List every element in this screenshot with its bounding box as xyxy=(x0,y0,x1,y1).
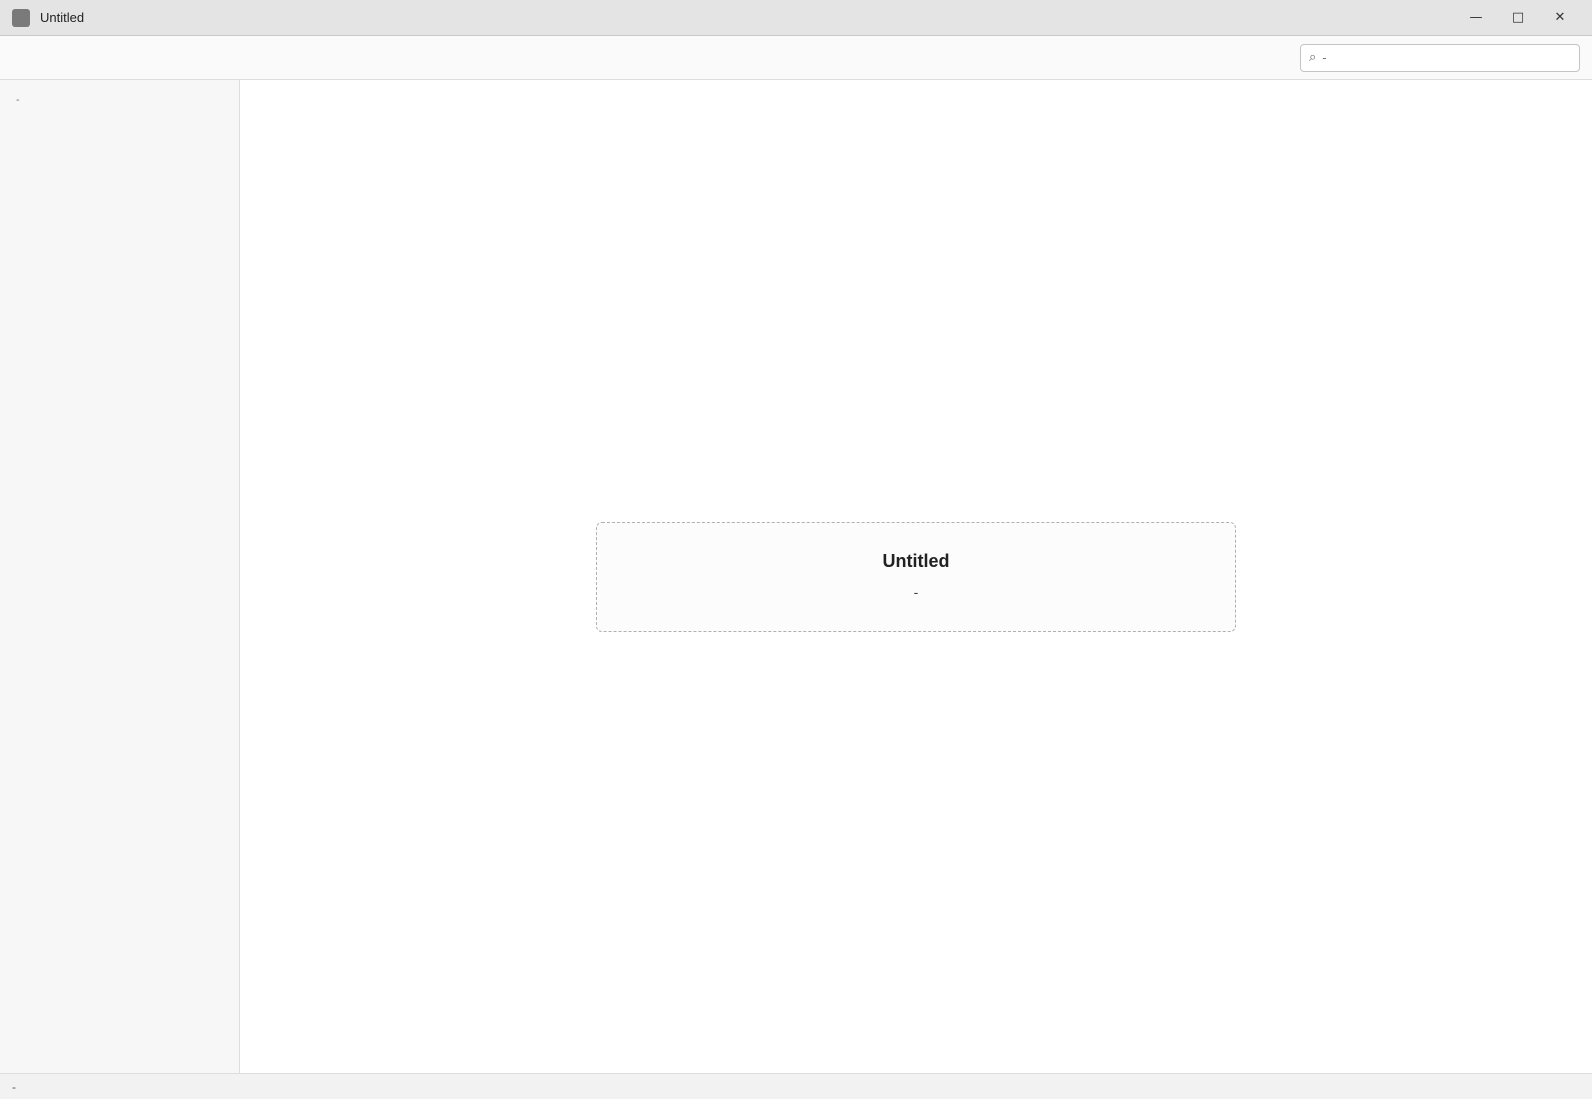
minimize-icon[interactable]: — xyxy=(1469,10,1483,25)
notice-title: Untitled xyxy=(882,550,950,571)
search-icon: ⌕ xyxy=(1309,50,1317,65)
search-input[interactable] xyxy=(1322,50,1571,65)
window-title: Untitled xyxy=(40,10,85,25)
sidebar-heading: - xyxy=(16,94,21,106)
sidebar: - xyxy=(0,80,240,1073)
close-icon[interactable]: ✕ xyxy=(1554,10,1566,25)
toolbar: ⌕ xyxy=(0,36,1592,80)
maximize-icon[interactable]: □ xyxy=(1511,10,1525,25)
body-area: - Untitled - xyxy=(0,80,1592,1073)
window-controls: — □ ✕ xyxy=(1456,4,1580,32)
status-text: - xyxy=(12,1079,16,1094)
status-bar: - xyxy=(0,1073,1592,1099)
notice-panel: Untitled - xyxy=(596,521,1236,632)
search-box[interactable]: ⌕ xyxy=(1300,43,1580,72)
title-bar: Untitled — □ ✕ xyxy=(0,0,1592,36)
main-content: Untitled - xyxy=(240,80,1592,1073)
notice-body: - xyxy=(913,583,919,600)
app-icon xyxy=(12,8,30,27)
